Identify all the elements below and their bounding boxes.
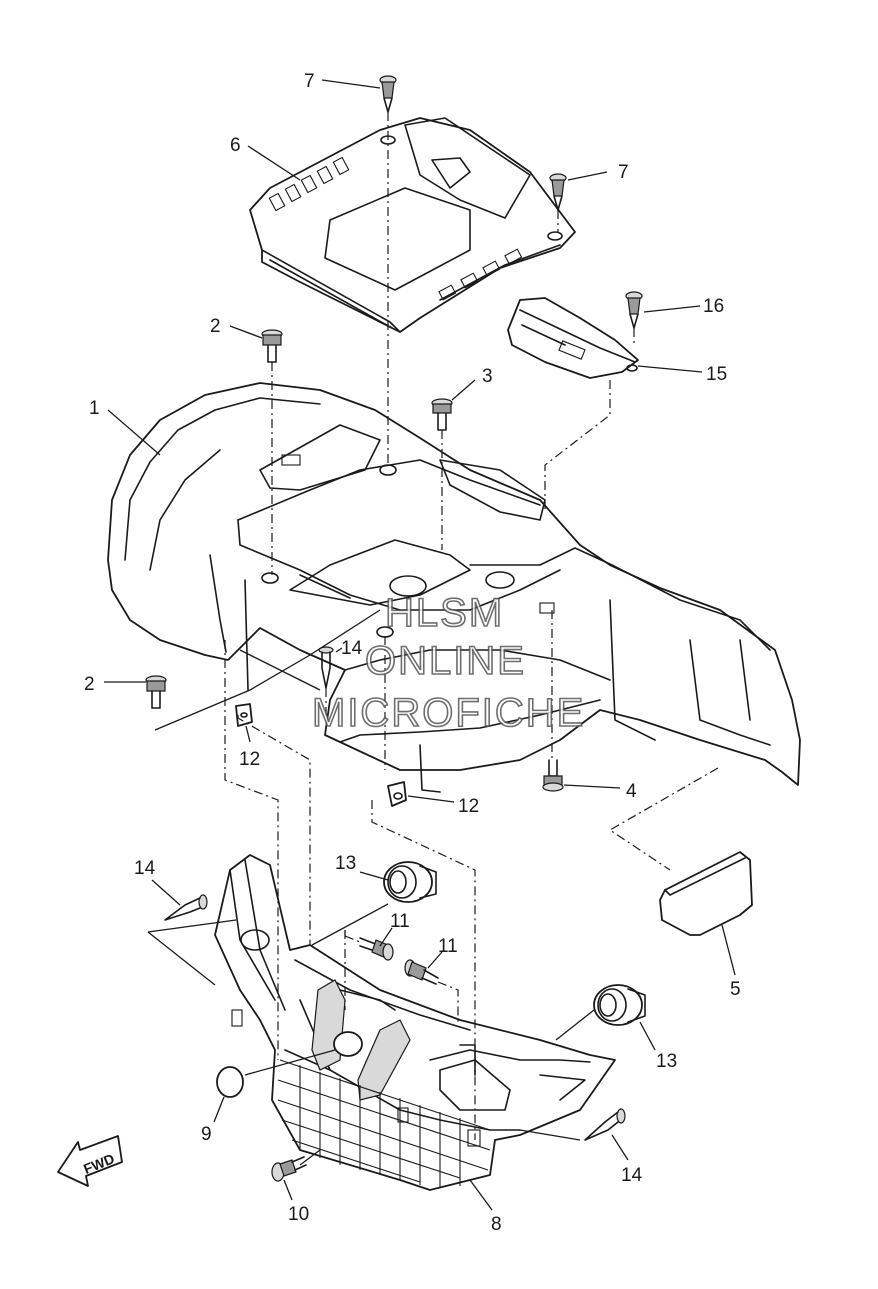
callout-9: 9 (201, 1124, 212, 1145)
callout-14-right: 14 (621, 1165, 643, 1186)
part-10-bolt (271, 1156, 307, 1182)
callout-6: 6 (230, 135, 241, 156)
callout-12-left: 12 (239, 749, 260, 770)
watermark-line-1: HLSM (385, 591, 504, 635)
callout-11-upper: 11 (390, 911, 410, 932)
part-1-fender (107, 382, 801, 793)
callout-14-center: 14 (341, 638, 363, 659)
callout-10: 10 (288, 1204, 309, 1225)
part-4-bolt (542, 759, 564, 792)
part-2-bolt-upper (261, 329, 283, 363)
callout-7-right: 7 (618, 162, 629, 183)
part-7-screw-upper (379, 75, 397, 113)
fwd-direction-badge: FWD (57, 1135, 123, 1187)
watermark: HLSM ONLINE MICROFICHE (311, 590, 585, 736)
callout-3: 3 (482, 366, 493, 387)
callout-13-lower: 13 (656, 1051, 677, 1072)
watermark-line-3: MICROFICHE (312, 691, 585, 735)
callout-13-upper: 13 (335, 853, 356, 874)
callout-8: 8 (491, 1214, 502, 1235)
watermark-line-2: ONLINE (365, 639, 526, 683)
part-12-nut-left (235, 703, 253, 727)
part-6-top-cover (249, 117, 576, 333)
part-3-bolt (431, 398, 453, 431)
callout-14-left: 14 (134, 858, 156, 879)
part-11-bolt-upper (359, 937, 394, 961)
callout-16: 16 (703, 296, 724, 317)
callout-1: 1 (89, 398, 100, 419)
part-7-screw-right (549, 173, 567, 211)
callout-2-upper: 2 (210, 316, 221, 337)
callout-5: 5 (730, 979, 741, 1000)
callout-4: 4 (626, 781, 637, 802)
part-14-rivet-center (318, 646, 334, 689)
part-8-front-grille (214, 854, 616, 1191)
part-14-rivet-right (584, 1108, 626, 1141)
part-9-cap (216, 1066, 244, 1098)
part-13-grommet-lower (593, 984, 646, 1026)
leader-lines (104, 79, 736, 1211)
callout-15: 15 (706, 364, 727, 385)
part-14-rivet-left (164, 894, 208, 921)
part-13-grommet-upper (383, 861, 437, 903)
part-15-bracket (507, 297, 639, 379)
part-16-screw (625, 291, 643, 329)
callout-7-upper: 7 (304, 71, 315, 92)
assembly-lines (154, 112, 719, 1140)
part-2-bolt-left (145, 675, 167, 709)
part-11-bolt-lower (404, 959, 439, 985)
callout-12-right: 12 (458, 796, 479, 817)
callout-11-lower: 11 (438, 936, 458, 957)
part-12-nut-right (387, 781, 407, 807)
callout-2-left: 2 (84, 674, 95, 695)
callout-labels: 7 7 6 2 3 16 15 1 14 2 12 4 12 13 14 11 … (84, 71, 741, 1235)
part-5-pad (659, 851, 753, 936)
